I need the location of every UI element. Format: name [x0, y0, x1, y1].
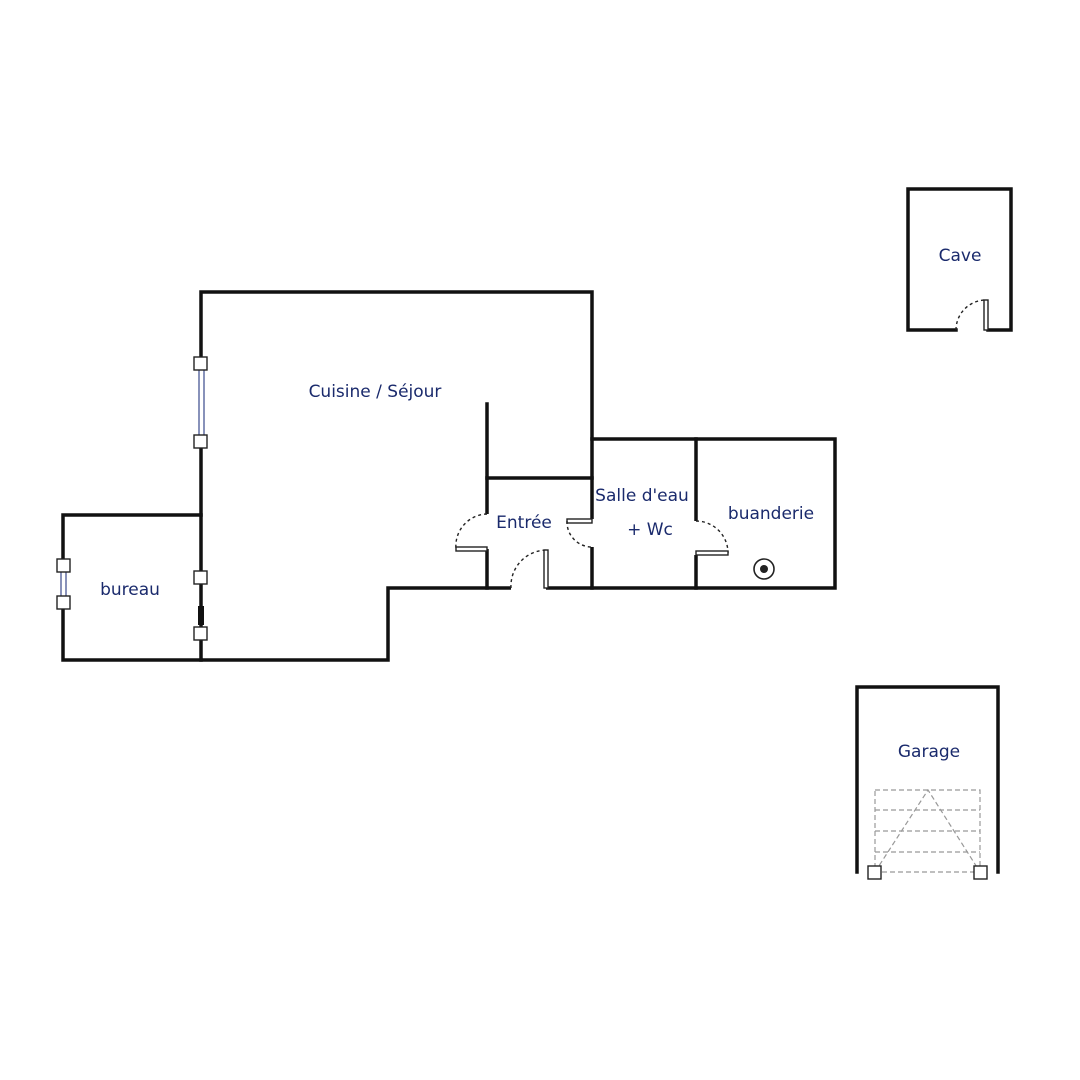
room-label-buanderie: buanderie [728, 504, 814, 524]
room-label-salle-deau: Salle d'eau [595, 486, 689, 506]
wall-sejour-outer [199, 290, 594, 662]
window-icon [193, 570, 208, 641]
cave-walls [906, 187, 1013, 332]
room-label-cave: Cave [939, 246, 982, 266]
door-icon [566, 518, 595, 548]
door-icon [693, 520, 729, 556]
room-label-garage: Garage [898, 742, 960, 762]
garage-door-icon [867, 788, 988, 880]
room-label-cuisine-sejour: Cuisine / Séjour [309, 382, 442, 402]
wall-annex [590, 437, 837, 590]
apartment-walls [61, 290, 837, 662]
window-icon [193, 356, 208, 449]
door-icon [955, 299, 989, 331]
window-icon [56, 558, 71, 610]
door-icon [510, 549, 549, 591]
door-icon [455, 513, 490, 552]
room-label-wc: + Wc [627, 520, 673, 540]
room-label-bureau: bureau [100, 580, 160, 600]
boiler-icon [753, 558, 775, 580]
garage-walls [855, 685, 1000, 874]
room-label-entree: Entrée [496, 513, 552, 533]
